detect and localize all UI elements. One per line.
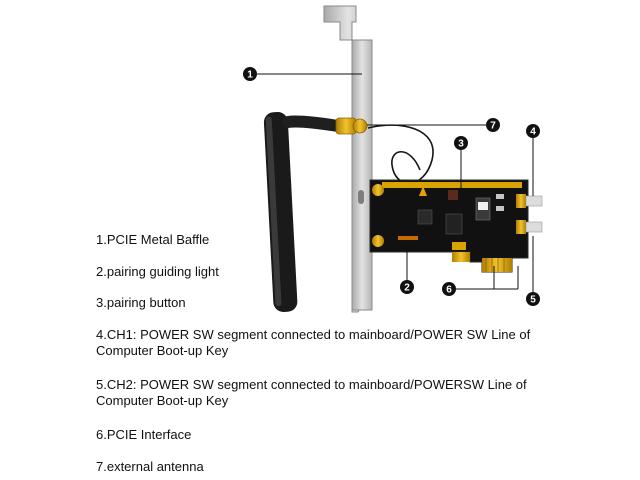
pcb-board	[369, 179, 543, 273]
legend-item-7: 7.external antenna	[96, 459, 204, 474]
legend-item-1: 1.PCIE Metal Baffle	[96, 232, 210, 247]
legend-item-6: 6.PCIE Interface	[96, 427, 192, 442]
pcie-metal-bracket	[323, 5, 373, 313]
callout-5: 5	[526, 292, 540, 306]
leader-lines	[257, 73, 534, 292]
callout-2: 2	[400, 280, 414, 294]
antenna-cable	[367, 124, 434, 184]
callout-4-number: 4	[530, 127, 536, 138]
external-antenna	[263, 112, 368, 312]
legend-item-2: 2.pairing guiding light	[96, 264, 219, 279]
callout-7-number: 7	[490, 121, 496, 132]
callout-6: 6	[442, 282, 456, 296]
callout-5-number: 5	[530, 295, 536, 306]
legend-item-4: 4.CH1: POWER SW segment connected to mai…	[96, 327, 531, 358]
legend-item-5: 5.CH2: POWER SW segment connected to mai…	[96, 377, 527, 408]
callout-4: 4	[526, 124, 540, 138]
callout-2-number: 2	[404, 283, 410, 294]
callout-6-number: 6	[446, 285, 452, 296]
callout-7: 7	[486, 118, 500, 132]
callout-3: 3	[454, 136, 468, 150]
callout-1: 1	[243, 67, 257, 81]
legend-item-3: 3.pairing button	[96, 295, 186, 310]
callout-1-number: 1	[247, 70, 253, 81]
callout-3-number: 3	[458, 139, 464, 150]
